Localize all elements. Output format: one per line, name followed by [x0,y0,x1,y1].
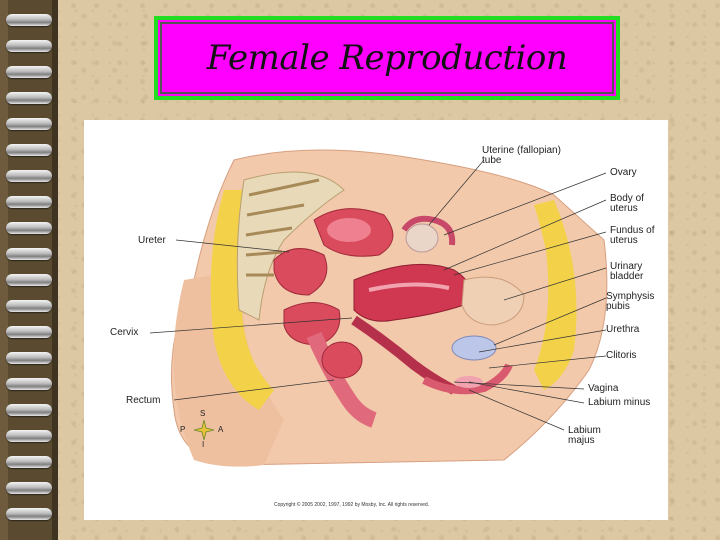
copyright-notice: Copyright © 2005 2002, 1997, 1992 by Mos… [274,502,430,508]
binding-ring [6,508,52,520]
label-urinary-bladder: Urinary bladder [610,261,644,282]
binding-ring [6,196,52,208]
label-body-of-uterus: Body of uterus [610,193,644,214]
binding-ring [6,430,52,442]
binding-ring [6,300,52,312]
label-symphysis-pubis: Symphysis pubis [606,291,655,312]
binding-ring [6,222,52,234]
compass-i: I [202,440,205,449]
label-urethra: Urethra [606,324,640,335]
label-ureter: Ureter [138,235,166,246]
compass-a: A [218,425,224,434]
label-labium-minus: Labium minus [588,397,651,408]
binding-ring [6,66,52,78]
binding-ring [6,456,52,468]
binding-ring [6,40,52,52]
label-vagina: Vagina [588,383,619,394]
binding-ring [6,274,52,286]
binding-ring [6,326,52,338]
binding-ring [6,352,52,364]
compass-star-icon [194,420,214,440]
label-labium-majus: Labium majus [568,425,601,446]
binding-ring [6,378,52,390]
title-box: Female Reproduction [154,16,620,100]
binding-ring [6,482,52,494]
slide-title: Female Reproduction [206,38,568,78]
binding-ring [6,118,52,130]
label-uterine-tube: Uterine (fallopian) tube [482,145,561,166]
label-rectum: Rectum [126,395,161,406]
spiral-binding [0,0,58,540]
label-cervix: Cervix [110,327,139,338]
label-fundus-of-uterus: Fundus of uterus [610,225,655,246]
label-ovary: Ovary [610,167,637,178]
binding-ring [6,92,52,104]
binding-ring [6,170,52,182]
binding-ring [6,144,52,156]
anatomy-diagram-panel: Uterine (fallopian) tube Ovary Body of u… [84,120,668,520]
pelvis-illustration [149,149,608,467]
binding-ring [6,404,52,416]
compass-p: P [180,425,186,434]
binding-ring [6,248,52,260]
binding-ring [6,14,52,26]
compass-s: S [200,409,206,418]
label-clitoris: Clitoris [606,350,637,361]
